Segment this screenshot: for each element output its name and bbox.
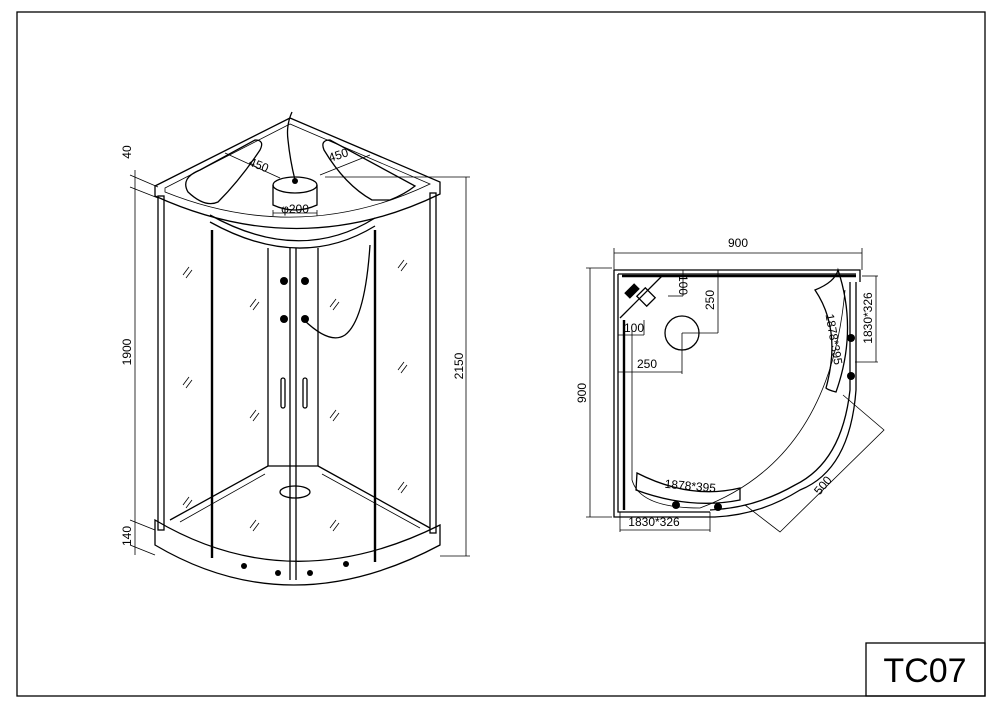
shower-tray [154, 518, 441, 586]
drawing-line [241, 563, 247, 569]
canopy-left-recess [185, 139, 263, 205]
drawing-line [302, 377, 308, 409]
drawing-line [397, 481, 408, 494]
drawing-line [182, 259, 408, 532]
drawing-line [182, 266, 193, 279]
drawing-line [847, 372, 855, 380]
title-block [865, 642, 986, 697]
drawing-line [714, 503, 722, 511]
drawing-line [280, 277, 288, 285]
drawing-line [744, 394, 885, 533]
drawing-line [319, 154, 371, 176]
dim-canopy-right: 450 [327, 145, 351, 165]
drawing-line [164, 123, 431, 218]
drawing-line [169, 465, 431, 529]
drawing-line [280, 377, 286, 409]
dim-top-thickness: 40 [120, 145, 134, 159]
perspective-view: 450 450 φ200 [120, 111, 470, 586]
drawing-line [343, 561, 349, 567]
drawing-line [619, 275, 663, 319]
drawing-line [272, 185, 318, 211]
drawing-line [631, 289, 846, 509]
drawing-line [292, 178, 298, 184]
dim-corner-y: 100 [676, 275, 690, 295]
drawing-line [307, 570, 313, 576]
drawing-line [622, 274, 856, 510]
drawing-line [209, 214, 376, 249]
drawing-line [129, 544, 156, 556]
dim-tray-height: 140 [120, 526, 134, 546]
drawing-line [157, 195, 165, 531]
curved-panel-bottom [635, 471, 741, 504]
drawing-line [129, 519, 156, 531]
drawing-line [617, 273, 856, 513]
dim-width: 900 [728, 236, 748, 250]
dim-canopy-diameter: φ200 [281, 202, 309, 216]
plan-outline [613, 269, 861, 518]
drawing-line [286, 111, 296, 181]
dim-drain-y: 250 [703, 290, 717, 310]
drawing-line [249, 519, 260, 532]
drawing-line [249, 409, 260, 422]
dim-flat-panel-bottom: 1830*326 [628, 515, 680, 529]
drawing-line [397, 259, 408, 272]
drawing-line [709, 282, 851, 511]
drawing-line [624, 283, 640, 299]
dim-curved-panel-bottom: 1878*395 [664, 477, 717, 495]
model-code: TC07 [883, 652, 966, 690]
dim-cabin-height: 1900 [120, 338, 134, 365]
drawing-border [16, 11, 986, 697]
drawing-line [280, 315, 288, 323]
dim-depth: 900 [575, 383, 589, 403]
drawing-line [182, 496, 193, 509]
drawing-line [303, 244, 371, 339]
drawing-line [275, 570, 281, 576]
dim-total-height: 2150 [452, 352, 466, 379]
curved-panel-right [814, 267, 849, 393]
dim-drain-x: 250 [637, 357, 657, 371]
dim-door-opening: 500 [811, 473, 835, 498]
canopy-outline [154, 117, 441, 230]
drawing-line [672, 501, 680, 509]
drawing-line [635, 286, 657, 308]
dim-curved-panel-right: 1878*395 [823, 313, 846, 366]
drawing-line [179, 473, 421, 529]
drawing-line [329, 519, 340, 532]
drawing-line [329, 409, 340, 422]
drawing-line [182, 376, 193, 389]
drawing-line [847, 334, 855, 342]
drawing-line [397, 361, 408, 374]
drawing-line [129, 186, 159, 199]
drawing-line [714, 282, 857, 518]
plan-view: 900 900 250 250 100 100 1878*395 1878*39… [575, 236, 885, 533]
dim-corner-x: 100 [624, 321, 644, 335]
dim-flat-panel-right: 1830*326 [861, 292, 875, 344]
canopy-right-recess [322, 139, 417, 201]
drawing-line [249, 298, 260, 311]
drawing-line [329, 298, 340, 311]
drawing-line [129, 174, 159, 188]
drawing-line [224, 152, 281, 179]
drawing-line [429, 192, 437, 534]
drawing-line [301, 277, 309, 285]
drawing-line [301, 315, 309, 323]
drawing-line [279, 485, 311, 499]
